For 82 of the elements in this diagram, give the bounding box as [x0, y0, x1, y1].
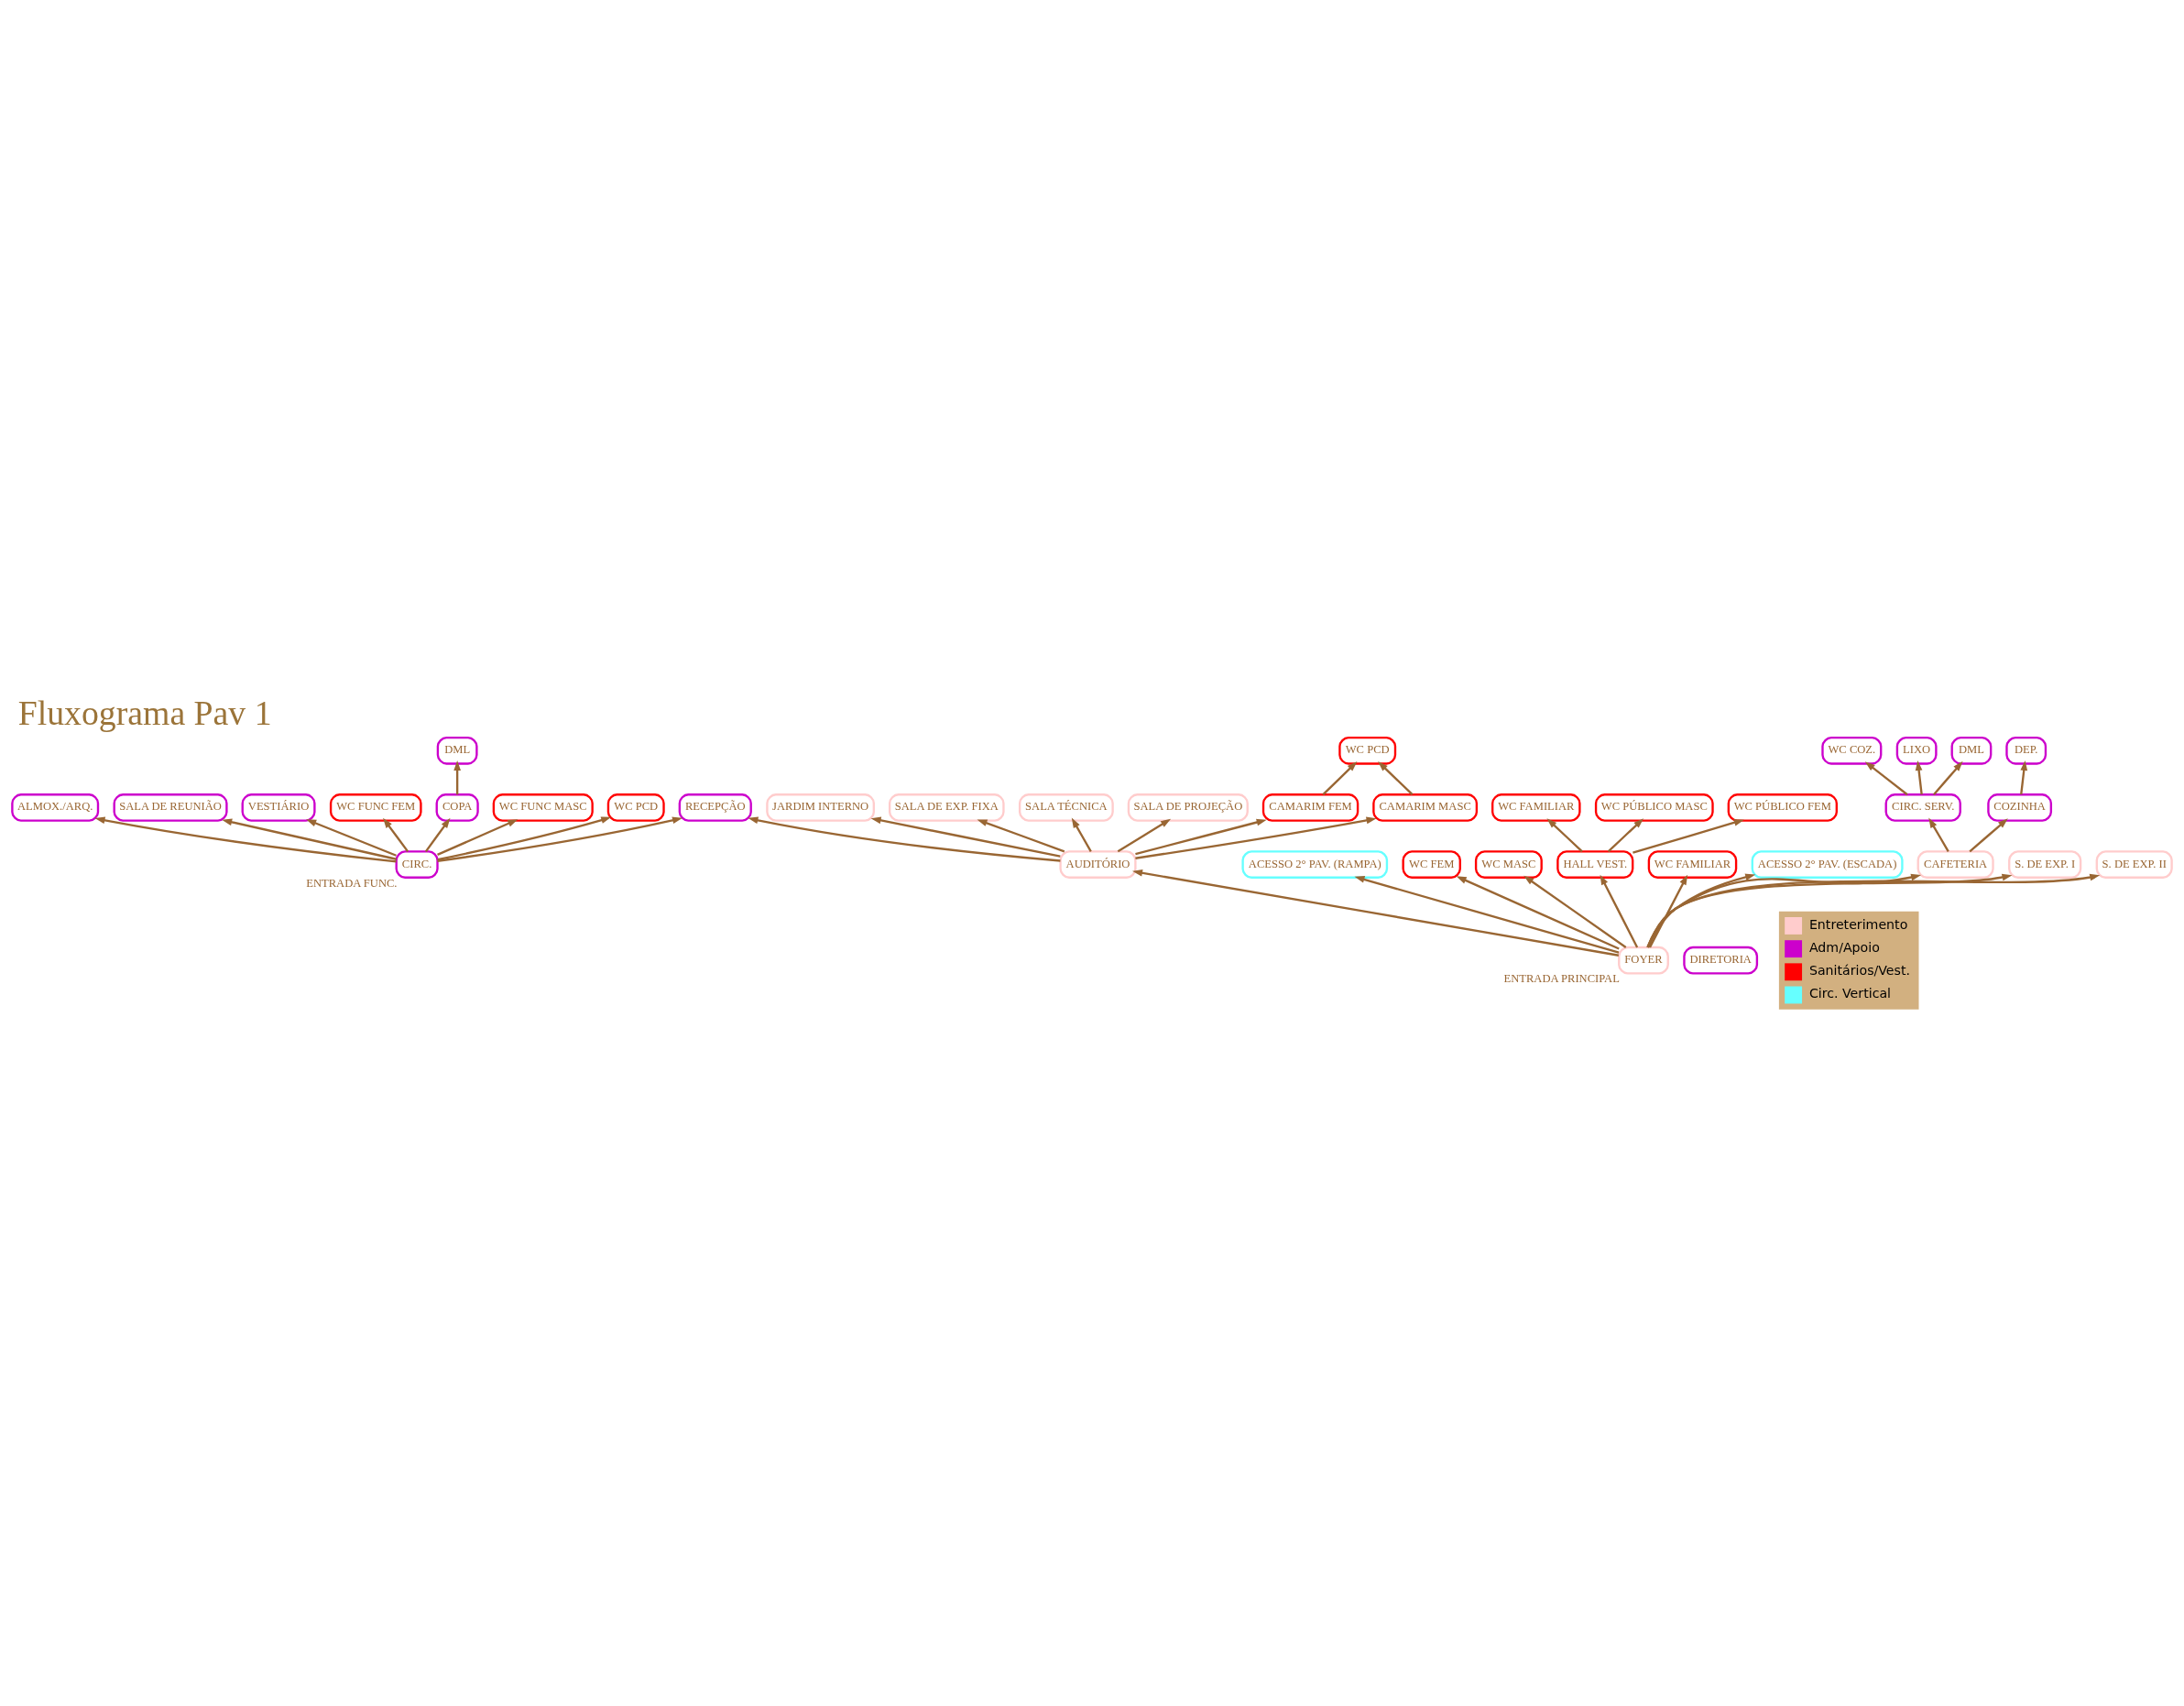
- arrow: [306, 819, 397, 857]
- arrow: [1456, 876, 1620, 950]
- node-box: DEP.: [2005, 736, 2048, 765]
- node-box: DML: [1950, 736, 1993, 765]
- node-box: SALA TÉCNICA: [1018, 793, 1114, 822]
- arrow: [1322, 761, 1358, 796]
- arrow: [437, 816, 683, 862]
- arrow: [1928, 817, 1949, 852]
- node-box: DIRETORIA: [1683, 946, 1759, 975]
- arrow: [1915, 760, 1923, 795]
- node-box: COPA: [435, 793, 479, 822]
- arrow: [1969, 818, 2008, 853]
- arrow: [1132, 869, 1620, 957]
- node-box: COZINHA: [1987, 793, 2053, 822]
- node-box: WC PCD: [1338, 736, 1397, 765]
- node-box: WC COZ.: [1821, 736, 1883, 765]
- arrow: [383, 817, 410, 853]
- legend-label: Adm/Apoio: [1808, 940, 1880, 956]
- node-box: WC PÚBLICO FEM: [1727, 793, 1838, 822]
- node-box: WC PÚBLICO MASC: [1594, 793, 1714, 822]
- arrow: [1633, 819, 1744, 854]
- node-box: ACESSO 2° PAV. (RAMPA): [1241, 850, 1389, 879]
- arrow: [1354, 876, 1620, 954]
- arrow: [437, 819, 519, 856]
- legend-label: Sanitários/Vest.: [1808, 963, 1911, 979]
- node-box: CIRC. SERV.: [1884, 793, 1961, 822]
- node-box: WC FUNC MASC: [492, 793, 594, 822]
- arrow: [1378, 761, 1414, 796]
- arrow: [424, 817, 451, 853]
- legend-label: Entreterimento: [1808, 916, 1908, 932]
- node-box: ACESSO 2° PAV. (ESCADA): [1751, 850, 1904, 879]
- arrow: [2020, 760, 2028, 795]
- node-box: SALA DE PROJEÇÃO: [1127, 793, 1249, 822]
- node-box: WC FAMILIAR: [1491, 793, 1581, 822]
- node-box: S. DE EXP. II: [2095, 850, 2173, 879]
- arrow: [1607, 818, 1644, 853]
- node-box: CAMARIM MASC: [1372, 793, 1479, 822]
- arrow: [1600, 874, 1639, 948]
- arrow: [1933, 760, 1963, 795]
- node-box: ALMOX./ARQ.: [11, 793, 100, 822]
- arrow: [1135, 818, 1267, 856]
- node-box: CIRC.: [395, 850, 439, 879]
- arrow: [1523, 875, 1627, 948]
- node-box: SALA DE REUNIÃO: [113, 793, 228, 822]
- arrow: [870, 816, 1061, 858]
- node-label: ENTRADA PRINCIPAL: [1503, 972, 1620, 986]
- arrow: [1646, 873, 2101, 948]
- arrow: [1648, 874, 1688, 948]
- node-box: RECEPÇÃO: [678, 793, 752, 822]
- node-box: HALL VEST.: [1556, 850, 1634, 879]
- node-box: LIXO: [1895, 736, 1938, 765]
- arrow: [1071, 817, 1092, 852]
- node-box: DML: [436, 736, 478, 765]
- arrow: [1546, 818, 1583, 853]
- node-box: CAFETERIA: [1916, 850, 1994, 879]
- node-box: S. DE EXP. I: [2008, 850, 2082, 879]
- arrow: [977, 819, 1065, 853]
- arrow: [437, 816, 612, 861]
- arrow: [1117, 818, 1172, 853]
- node-box: WC FUNC FEM: [329, 793, 422, 822]
- arrow: [1135, 816, 1377, 859]
- arrow: [1864, 761, 1908, 796]
- diagram-title: Fluxograma Pav 1: [17, 693, 272, 732]
- node-box: VESTIÁRIO: [241, 793, 316, 822]
- node-box: WC FAMILIAR: [1647, 850, 1738, 879]
- arrow: [1646, 873, 2013, 948]
- node-box: WC MASC: [1474, 850, 1543, 879]
- arrow: [748, 816, 1061, 862]
- arrow: [453, 760, 461, 795]
- node-box: SALA DE EXP. FIXA: [888, 793, 1005, 822]
- node-box: FOYER: [1618, 946, 1669, 975]
- arrow: [1647, 873, 1756, 948]
- node-box: WC FEM: [1402, 850, 1461, 879]
- node-box: WC PCD: [606, 793, 665, 822]
- node-box: CAMARIM FEM: [1261, 793, 1360, 822]
- node-box: AUDITÓRIO: [1059, 850, 1137, 879]
- arrow: [1646, 873, 1922, 948]
- node-box: JARDIM INTERNO: [766, 793, 875, 822]
- arrow: [222, 818, 397, 860]
- arrow: [94, 816, 397, 863]
- legend-label: Circ. Vertical: [1808, 986, 1892, 1001]
- node-label: ENTRADA FUNC.: [306, 876, 398, 890]
